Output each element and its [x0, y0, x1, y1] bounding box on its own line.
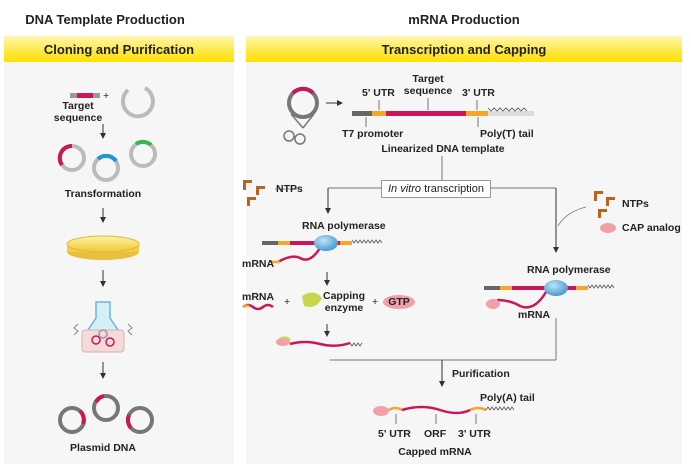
capped-mrna-label: Capped mRNA — [398, 446, 472, 458]
mrna-right-label: mRNA — [518, 309, 551, 321]
plasmid-green — [129, 139, 157, 168]
cap-analog-label: CAP analog — [622, 222, 681, 234]
mrna-capping-label: mRNA — [242, 291, 275, 303]
flask-lysis — [73, 301, 133, 353]
left-panel-bg — [4, 62, 234, 464]
plus-sign-left: + — [103, 90, 110, 102]
ntps-right-label: NTPs — [622, 198, 649, 210]
linear-dna-template — [352, 107, 534, 116]
capped-mrna-intermediate — [276, 336, 363, 347]
target-sequence-bar — [70, 93, 100, 98]
mrna-left-label: mRNA — [242, 258, 275, 270]
plasmid-red — [57, 143, 86, 172]
vector-ring — [120, 86, 155, 119]
petri-dish — [66, 235, 140, 260]
ivt-rest-text: transcription — [421, 183, 484, 195]
plasmid-with-scissors — [283, 86, 319, 145]
right-banner-label: Transcription and Capping — [381, 41, 547, 57]
capping-row — [242, 292, 415, 311]
left-section-title: DNA Template Production — [25, 12, 185, 27]
linearized-template-label: Linearized DNA template — [381, 143, 505, 155]
t7-promoter-label: T7 promoter — [342, 128, 404, 140]
transcription-right — [484, 280, 615, 309]
plus-sign-2: + — [372, 296, 379, 308]
plasmid-dna-rings — [58, 394, 154, 434]
final-utr3-label: 3' UTR — [458, 428, 491, 440]
right-banner: Transcription and Capping — [246, 36, 682, 62]
poly-a-tail-label: Poly(A) tail — [480, 392, 535, 404]
cap-analog-icon — [600, 223, 616, 233]
right-section-title: mRNA Production — [408, 12, 520, 27]
ntps-icon-left — [243, 180, 265, 206]
ntps-icon-right — [594, 191, 615, 218]
utr3-label: 3' UTR — [462, 87, 495, 99]
rna-polymerase-right-label: RNA polymerase — [527, 264, 611, 276]
utr5-label: 5' UTR — [362, 87, 395, 99]
target-sequence-label: Target sequence — [53, 100, 103, 124]
plus-sign-1: + — [284, 296, 291, 308]
ivt-box: In vitro transcription — [381, 180, 491, 198]
transcription-left — [262, 235, 383, 264]
capping-enzyme-label: Capping enzyme — [323, 290, 365, 314]
plasmid-blue — [92, 153, 120, 182]
final-capped-mrna — [373, 405, 515, 424]
right-panel-bg — [246, 62, 682, 464]
gtp-label: GTP — [388, 296, 410, 308]
left-banner: Cloning and Purification — [4, 36, 234, 62]
plasmid-dna-label: Plasmid DNA — [70, 442, 136, 454]
purification-label: Purification — [452, 368, 510, 380]
target-sequence-template-label: Target sequence — [403, 73, 453, 97]
rna-polymerase-left-label: RNA polymerase — [302, 220, 386, 232]
ntps-left-label: NTPs — [276, 183, 303, 195]
left-banner-label: Cloning and Purification — [43, 41, 195, 57]
poly-t-tail-label: Poly(T) tail — [480, 128, 534, 140]
orf-label: ORF — [424, 428, 447, 440]
transformation-label: Transformation — [64, 188, 142, 200]
final-utr5-label: 5' UTR — [378, 428, 411, 440]
ivt-italic-text: In vitro — [388, 183, 422, 195]
